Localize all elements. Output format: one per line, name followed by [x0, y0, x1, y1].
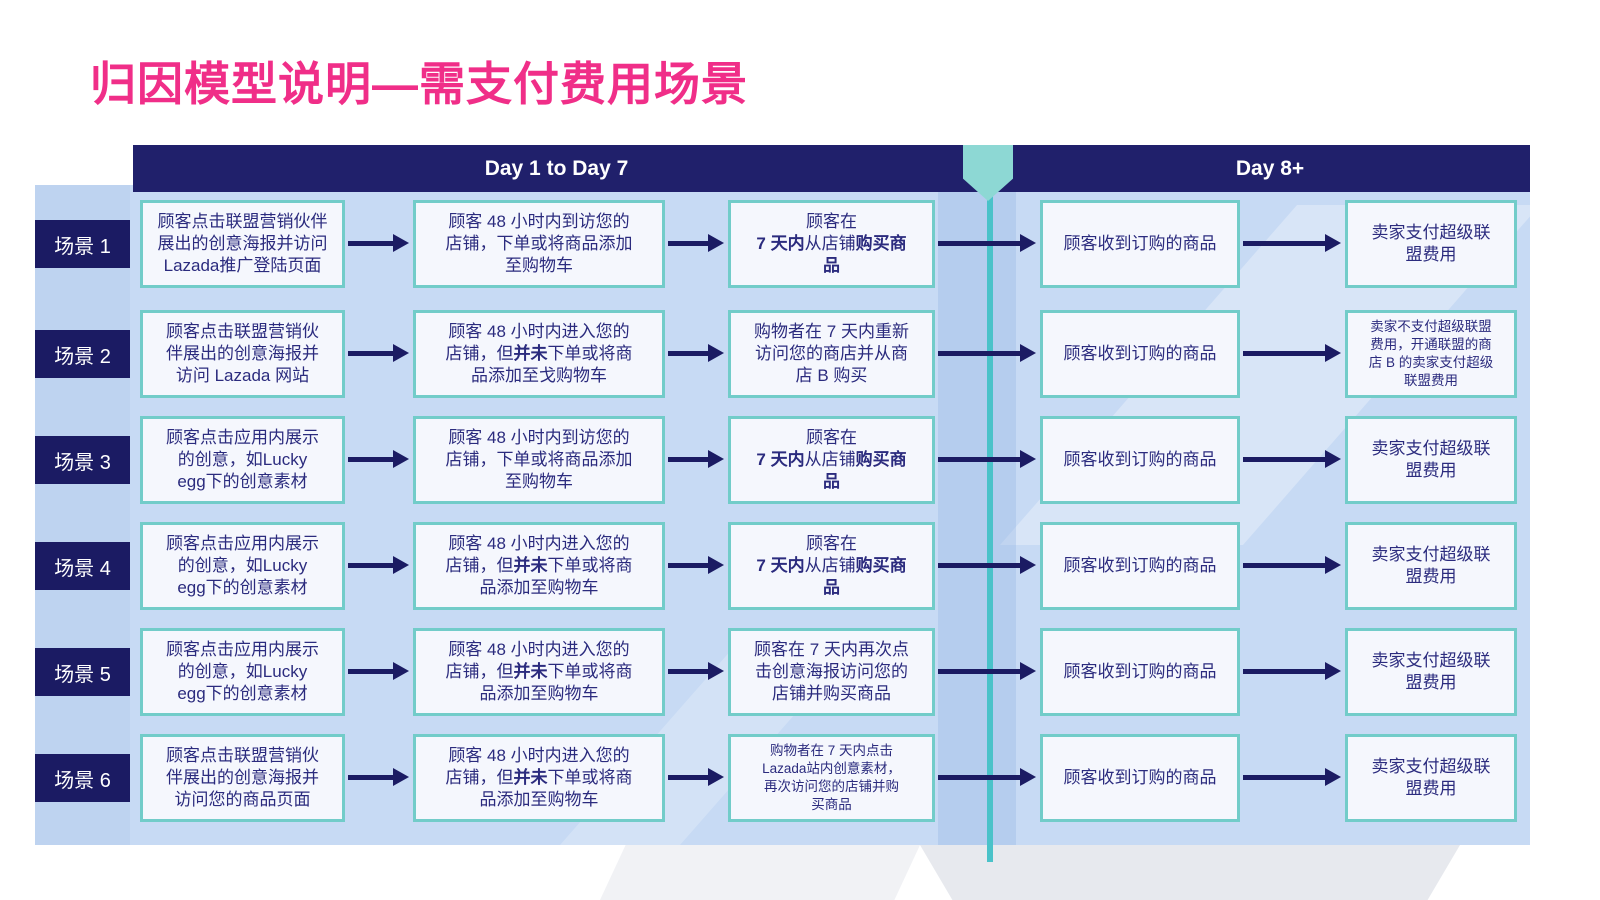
flow-arrow-icon [938, 450, 1036, 468]
flow-step-text: 顾客点击联盟营销伙伴展出的创意海报并访问 Lazada 网站 [166, 322, 319, 385]
scenario-label: 场景 1 [35, 220, 130, 268]
flow-step-box: 顾客在 7 天内再次点击创意海报访问您的店铺并购买商品 [728, 628, 935, 716]
flow-step-box: 购物者在 7 天内重新访问您的商店并从商店 B 购买 [728, 310, 935, 398]
flow-step-text: 卖家支付超级联盟费用 [1371, 545, 1491, 586]
flow-step-box: 卖家支付超级联盟费用 [1345, 200, 1517, 288]
bottom-watermark-shape [920, 845, 1460, 900]
flow-step-text: 购物者在 7 天内重新访问您的商店并从商店 B 购买 [754, 322, 909, 385]
flow-step-box: 卖家支付超级联盟费用 [1345, 628, 1517, 716]
flow-step-box: 卖家支付超级联盟费用 [1345, 522, 1517, 610]
flow-step-text: 顾客 48 小时内进入您的店铺，但并未下单或将商品添加至购物车 [445, 640, 633, 703]
flow-arrow-icon [348, 662, 409, 680]
flow-arrow-icon [668, 662, 724, 680]
flow-step-box: 顾客收到订购的商品 [1040, 416, 1240, 504]
flow-arrow-icon [668, 234, 724, 252]
flow-step-text: 顾客点击联盟营销伙伴展出的创意海报并访问您的商品页面 [166, 746, 319, 809]
flow-step-box: 顾客收到订购的商品 [1040, 522, 1240, 610]
flow-arrow-icon [668, 344, 724, 362]
flow-arrow-icon [938, 662, 1036, 680]
flow-step-text: 顾客在 7 天内再次点击创意海报访问您的店铺并购买商品 [754, 640, 909, 703]
flow-step-box: 卖家不支付超级联盟费用，开通联盟的商店 B 的卖家支付超级联盟费用 [1345, 310, 1517, 398]
flow-step-text: 顾客收到订购的商品 [1063, 662, 1217, 682]
scenario-label: 场景 3 [35, 436, 130, 484]
flow-arrow-icon [938, 344, 1036, 362]
header-day8-plus: Day 8+ [1235, 157, 1305, 180]
divider-shade-band [938, 192, 1016, 845]
flow-step-box: 顾客 48 小时内进入您的店铺，但并未下单或将商品添加至购物车 [413, 734, 665, 822]
scenario-label: 场景 6 [35, 754, 130, 802]
flow-step-box: 顾客收到订购的商品 [1040, 628, 1240, 716]
flow-step-text: 顾客 48 小时内进入您的店铺，但并未下单或将商品添加至戈购物车 [445, 322, 633, 385]
flow-arrow-icon [348, 556, 409, 574]
flow-step-box: 顾客 48 小时内进入您的店铺，但并未下单或将商品添加至购物车 [413, 522, 665, 610]
page-title: 归因模型说明—需支付费用场景 [90, 58, 748, 110]
flow-step-text: 卖家支付超级联盟费用 [1371, 757, 1491, 798]
flow-arrow-icon [938, 234, 1036, 252]
scenario-label-band [35, 185, 130, 845]
flow-step-box: 顾客点击联盟营销伙伴展出的创意海报并访问 Lazada 网站 [140, 310, 345, 398]
flow-arrow-icon [938, 556, 1036, 574]
scenario-label: 场景 2 [35, 330, 130, 378]
flow-step-text: 顾客收到订购的商品 [1063, 768, 1217, 788]
timeline-header: Day 1 to Day 7 Day 8+ [133, 145, 1530, 192]
scenario-label: 场景 5 [35, 648, 130, 696]
flow-step-box: 顾客点击联盟营销伙伴展出的创意海报并访问您的商品页面 [140, 734, 345, 822]
flow-step-text: 顾客收到订购的商品 [1063, 234, 1217, 254]
scenario-label: 场景 4 [35, 542, 130, 590]
flow-arrow-icon [348, 450, 409, 468]
flow-step-text: 卖家不支付超级联盟费用，开通联盟的商店 B 的卖家支付超级联盟费用 [1368, 319, 1494, 388]
flow-arrow-icon [1243, 556, 1341, 574]
flow-arrow-icon [668, 768, 724, 786]
flow-step-text: 顾客收到订购的商品 [1063, 450, 1217, 470]
flow-step-box: 顾客 48 小时内进入您的店铺，但并未下单或将商品添加至购物车 [413, 628, 665, 716]
flow-step-box: 顾客收到订购的商品 [1040, 200, 1240, 288]
flow-step-box: 顾客收到订购的商品 [1040, 310, 1240, 398]
timeline-divider [987, 196, 993, 862]
flow-arrow-icon [1243, 450, 1341, 468]
flow-step-box: 顾客收到订购的商品 [1040, 734, 1240, 822]
flow-arrow-icon [938, 768, 1036, 786]
bottom-watermark-shape [600, 845, 920, 900]
flow-step-text: 顾客 48 小时内进入您的店铺，但并未下单或将商品添加至购物车 [445, 534, 633, 597]
flow-arrow-icon [668, 556, 724, 574]
flow-step-text: 卖家支付超级联盟费用 [1371, 439, 1491, 480]
flow-arrow-icon [668, 450, 724, 468]
flow-step-text: 顾客 48 小时内到访您的店铺，下单或将商品添加至购物车 [445, 428, 633, 491]
flow-step-box: 顾客 48 小时内进入您的店铺，但并未下单或将商品添加至戈购物车 [413, 310, 665, 398]
flow-arrow-icon [348, 768, 409, 786]
flow-arrow-icon [348, 344, 409, 362]
flow-step-text: 顾客 48 小时内到访您的店铺，下单或将商品添加至购物车 [445, 212, 633, 275]
flow-arrow-icon [348, 234, 409, 252]
header-day1-to-7: Day 1 to Day 7 [484, 157, 629, 180]
flow-arrow-icon [1243, 234, 1341, 252]
flow-arrow-icon [1243, 344, 1341, 362]
flow-step-text: 卖家支付超级联盟费用 [1371, 651, 1491, 692]
flow-step-text: 顾客收到订购的商品 [1063, 556, 1217, 576]
flow-step-text: 顾客收到订购的商品 [1063, 344, 1217, 364]
flow-step-box: 卖家支付超级联盟费用 [1345, 416, 1517, 504]
flow-arrow-icon [1243, 768, 1341, 786]
flow-arrow-icon [1243, 662, 1341, 680]
flow-step-box: 顾客 48 小时内到访您的店铺，下单或将商品添加至购物车 [413, 200, 665, 288]
flow-step-text: 卖家支付超级联盟费用 [1371, 223, 1491, 264]
flow-step-box: 卖家支付超级联盟费用 [1345, 734, 1517, 822]
flow-step-text: 顾客 48 小时内进入您的店铺，但并未下单或将商品添加至购物车 [445, 746, 633, 809]
flow-step-box: 顾客 48 小时内到访您的店铺，下单或将商品添加至购物车 [413, 416, 665, 504]
